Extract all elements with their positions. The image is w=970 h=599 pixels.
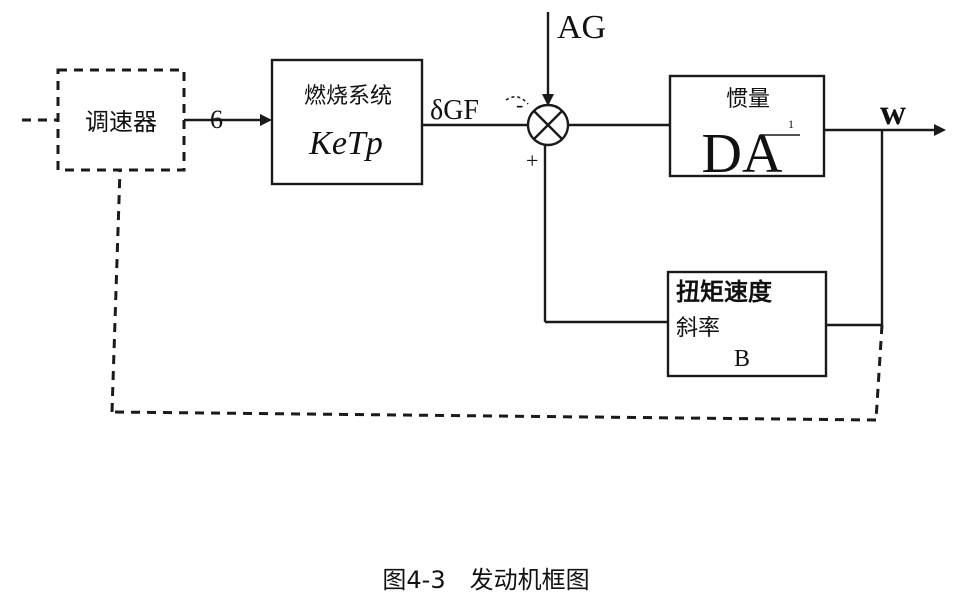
- output-label: w: [880, 92, 906, 132]
- inertia-expression: DA: [702, 123, 783, 185]
- inertia-title: 惯量: [726, 87, 770, 112]
- disturbance-label: AG: [557, 9, 606, 46]
- inertia-tick-label: 1: [788, 117, 794, 131]
- combustion-block: [270, 58, 424, 186]
- outer-loop-bottom-line: [111, 410, 877, 422]
- torque-speed-symbol: B: [734, 346, 750, 372]
- governor-output-label: 6: [210, 105, 223, 134]
- torque-speed-subtitle: 斜率: [676, 316, 720, 341]
- combustion-expression: KeTp: [308, 125, 383, 162]
- feedback-sign-arc: [505, 96, 529, 105]
- output-arrow: [934, 124, 946, 136]
- torque-speed-title: 扭矩速度: [676, 278, 773, 306]
- combustion-output-label: δGF: [430, 95, 479, 126]
- governor-block: [56, 68, 186, 172]
- torque-speed-slope-block: [666, 270, 828, 378]
- combustion-input-arrow: [260, 114, 272, 126]
- outer-loop-right-line: [874, 324, 884, 421]
- governor-label: 调速器: [85, 108, 157, 136]
- summing-junction-cross-b: [533, 110, 563, 140]
- inertia-block: [668, 74, 826, 178]
- figure-caption: 图4-3 发动机框图: [382, 566, 589, 594]
- disturbance-arrow: [542, 94, 554, 106]
- junction-minus-sign: -: [516, 92, 523, 117]
- outer-loop-left-line: [110, 169, 122, 413]
- junction-plus-sign: +: [526, 148, 538, 173]
- combustion-title: 燃烧系统: [304, 84, 392, 109]
